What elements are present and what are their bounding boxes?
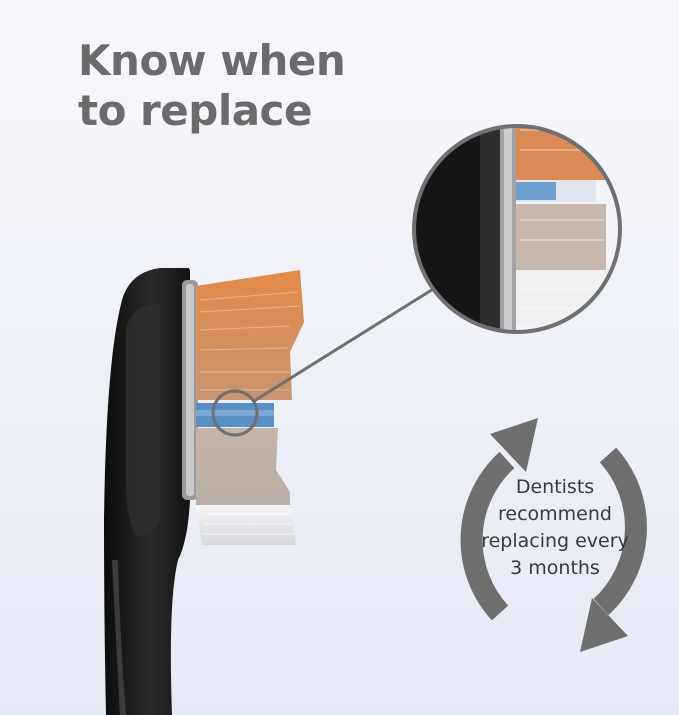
handle-highlight: [112, 560, 126, 715]
headline-line-2: to replace: [78, 86, 312, 135]
connector-line: [253, 284, 439, 403]
replacement-note-line-1: Dentists: [515, 476, 595, 498]
focus-circle: [211, 389, 259, 437]
bristles-white: [196, 505, 296, 545]
magnifier-circle-icon: [412, 124, 622, 334]
bristles-copper: [196, 270, 304, 400]
cycle-arrowheads: [490, 418, 628, 652]
replacement-note: Dentists recommend replacing every 3 mon…: [460, 474, 650, 582]
replacement-note-line-3: replacing every: [481, 530, 629, 552]
handle-recess: [126, 304, 160, 537]
replacement-note-line-4: 3 months: [510, 557, 600, 579]
headline: Know when to replace: [78, 36, 346, 136]
bristles: [196, 270, 304, 545]
headline-line-1: Know when: [78, 36, 346, 85]
replacement-note-line-2: recommend: [498, 503, 612, 525]
bristles-gray: [196, 428, 290, 505]
cycle-arrows-icon: [460, 447, 647, 621]
